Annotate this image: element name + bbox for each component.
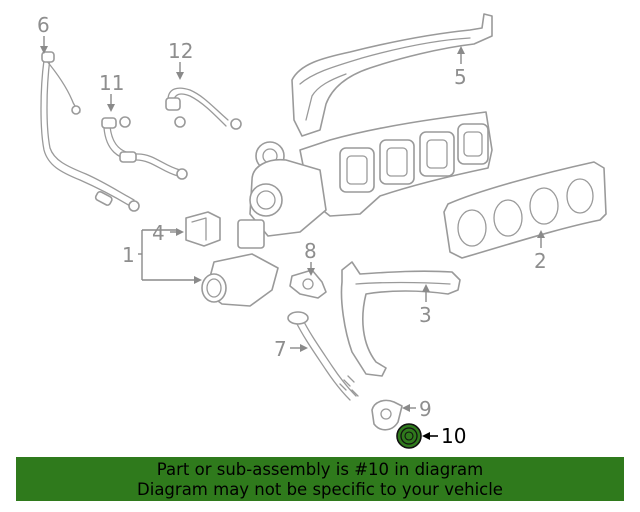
callout-5: 5	[454, 65, 467, 89]
parts-diagram: 6 11 12 5 4 1 8 2 3 7 9 10	[37, 13, 607, 449]
part-12-line	[165, 87, 242, 130]
part-8-flange	[289, 269, 327, 299]
callout-leaders	[40, 36, 545, 440]
part-2-gasket	[443, 161, 607, 259]
callout-10: 10	[441, 424, 466, 448]
notice-line-part: Part or sub-assembly is #10 in diagram	[156, 460, 484, 479]
callout-12: 12	[168, 39, 193, 63]
callout-1: 1	[122, 243, 135, 267]
highlight-notice-banner: Part or sub-assembly is #10 in diagram D…	[16, 457, 624, 501]
callout-9: 9	[419, 397, 432, 421]
part-7-oil-line	[287, 311, 359, 401]
part-4-bracket	[185, 211, 221, 247]
callout-4: 4	[152, 221, 165, 245]
part-10-plug	[396, 423, 422, 449]
callout-6: 6	[37, 13, 50, 37]
part-6-line	[40, 51, 140, 212]
callout-2: 2	[534, 249, 547, 273]
part-5-heat-shield	[291, 13, 493, 137]
callout-11: 11	[99, 71, 124, 95]
callout-3: 3	[419, 303, 432, 327]
notice-line-disclaimer: Diagram may not be specific to your vehi…	[137, 480, 503, 499]
part-3-bracket	[340, 261, 461, 377]
callout-7: 7	[274, 337, 287, 361]
part-9-gasket	[371, 399, 403, 431]
part-11-line	[101, 116, 188, 180]
callout-8: 8	[304, 239, 317, 263]
exhaust-manifold	[299, 111, 493, 217]
turbocharger	[201, 141, 327, 307]
